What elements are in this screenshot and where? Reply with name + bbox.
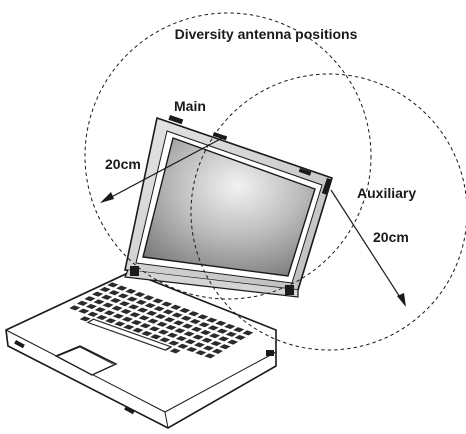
auxiliary-distance-label: 20cm bbox=[373, 229, 409, 245]
main-distance-label: 20cm bbox=[105, 156, 141, 172]
diagram-title: Diversity antenna positions bbox=[175, 26, 358, 42]
laptop-lid bbox=[125, 115, 332, 297]
auxiliary-radius-arrow bbox=[331, 190, 406, 307]
auxiliary-antenna-label: Auxiliary bbox=[357, 185, 416, 201]
main-antenna-label: Main bbox=[174, 98, 206, 114]
laptop bbox=[6, 115, 332, 428]
